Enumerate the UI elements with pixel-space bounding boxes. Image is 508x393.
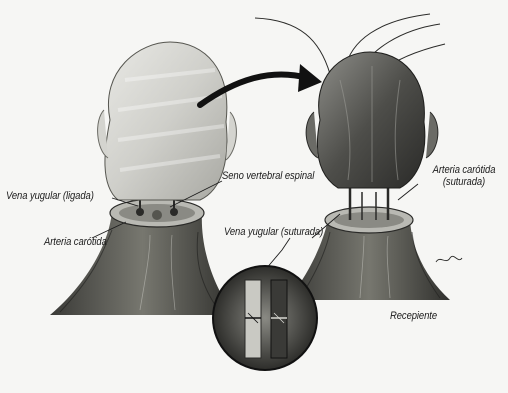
donor-neck xyxy=(50,212,235,315)
label-arteria-carotida: Arteria carótida xyxy=(44,236,107,248)
label-vena-yugular-ligada: Vena yugular (ligada) xyxy=(6,190,94,202)
recipient-neck-stump xyxy=(325,188,413,233)
label-recepiente: Recepiente xyxy=(390,310,437,322)
label-arteria-carotida-suturada-line2: (suturada) xyxy=(421,176,507,188)
label-arteria-carotida-suturada: Arteria carótida (suturada) xyxy=(421,164,507,188)
recipient-head xyxy=(306,52,438,188)
artist-signature xyxy=(436,256,462,262)
label-arteria-carotida-suturada-line1: Arteria carótida xyxy=(421,164,507,176)
magnified-suture-inset xyxy=(213,266,317,370)
label-seno-vertebral: Seno vertebral espinal xyxy=(222,170,314,182)
label-vena-yugular-suturada: Vena yugular (suturada) xyxy=(224,226,323,238)
donor-head xyxy=(98,42,237,200)
